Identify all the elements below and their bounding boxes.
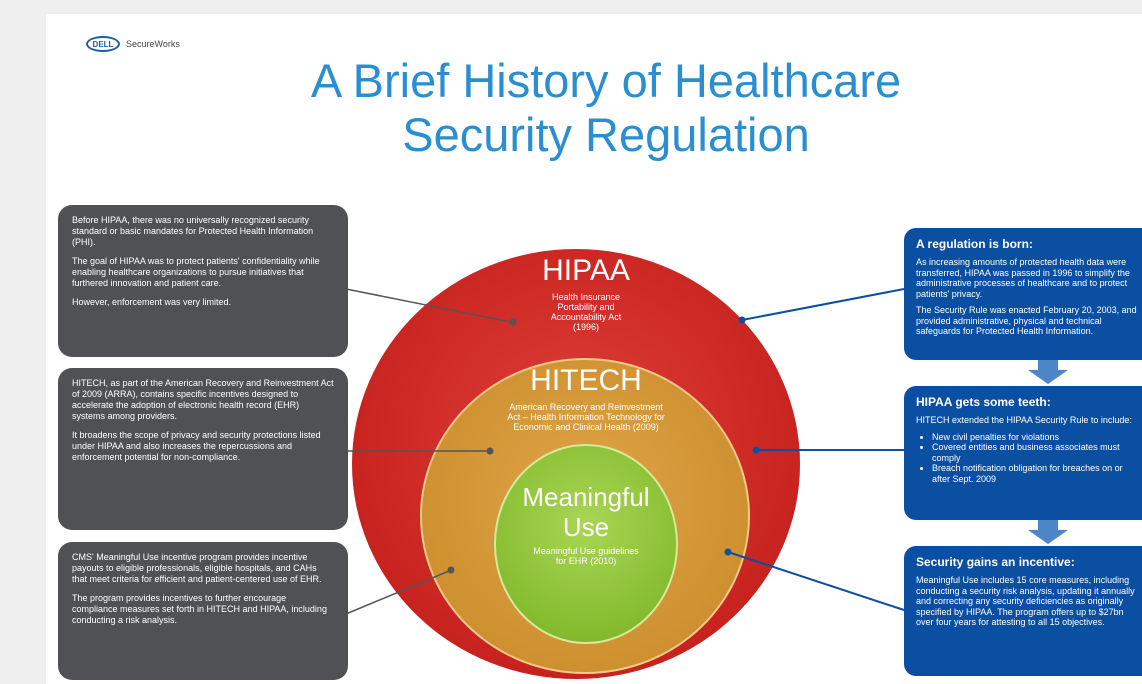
infographic: DELL SecureWorks A Brief History of Heal… xyxy=(46,14,1142,684)
meaningful-use-title-1: Meaningful xyxy=(522,482,650,512)
right-box-2-bullet: Breach notification obligation for breac… xyxy=(932,463,1142,484)
left-box-meaningful-use: CMS' Meaningful Use incentive program pr… xyxy=(58,542,348,680)
hipaa-label: HIPAA Health Insurance Portability and A… xyxy=(516,254,656,332)
hipaa-title: HIPAA xyxy=(542,254,630,287)
hitech-subtitle: American Recovery and Reinvestment Act –… xyxy=(507,402,665,432)
left-box-1-para-2: The goal of HIPAA was to protect patient… xyxy=(72,256,320,288)
left-box-3-para-2: The program provides incentives to furth… xyxy=(72,593,327,625)
left-box-2-para-2: It broadens the scope of privacy and sec… xyxy=(72,430,321,462)
left-box-hitech: HITECH, as part of the American Recovery… xyxy=(58,368,348,530)
dell-secureworks-logo: DELL SecureWorks xyxy=(86,36,180,52)
hipaa-subtitle: Health Insurance Portability and Account… xyxy=(550,292,622,332)
dell-logo-icon: DELL xyxy=(86,36,120,52)
page-title: A Brief History of Healthcare Security R… xyxy=(186,54,1026,162)
right-box-hipaa-teeth: HIPAA gets some teeth: HITECH extended t… xyxy=(904,386,1142,520)
left-box-2-para-1: HITECH, as part of the American Recovery… xyxy=(72,378,334,421)
hitech-title: HITECH xyxy=(530,364,642,397)
right-box-security-incentive: Security gains an incentive: Meaningful … xyxy=(904,546,1142,676)
left-box-hipaa: Before HIPAA, there was no universally r… xyxy=(58,205,348,357)
connector-right-1 xyxy=(741,288,905,321)
right-box-3-para-1: Meaningful Use includes 15 core measures… xyxy=(916,575,1135,627)
meaningful-use-label: Meaningful Use Meaningful Use guidelines… xyxy=(506,482,666,566)
left-box-3-para-1: CMS' Meaningful Use incentive program pr… xyxy=(72,552,322,584)
right-box-1-heading: A regulation is born: xyxy=(916,237,1033,251)
right-box-2-intro: HITECH extended the HIPAA Security Rule … xyxy=(916,415,1132,425)
logo-text: SecureWorks xyxy=(126,39,180,49)
title-line-1: A Brief History of Healthcare xyxy=(310,54,902,107)
left-box-1-para-1: Before HIPAA, there was no universally r… xyxy=(72,215,314,247)
left-box-1-para-3: However, enforcement was very limited. xyxy=(72,297,232,307)
meaningful-use-subtitle: Meaningful Use guidelines for EHR (2010) xyxy=(533,546,639,566)
right-box-1-para-1: As increasing amounts of protected healt… xyxy=(916,257,1130,299)
down-arrow-2-icon xyxy=(1028,530,1068,544)
title-line-2: Security Regulation xyxy=(402,108,810,161)
down-arrow-1-icon xyxy=(1028,370,1068,384)
right-box-2-list: New civil penalties for violations Cover… xyxy=(916,432,1142,485)
right-box-3-heading: Security gains an incentive: xyxy=(916,555,1075,569)
right-box-2-bullet: Covered entities and business associates… xyxy=(932,442,1142,463)
hitech-label: HITECH American Recovery and Reinvestmen… xyxy=(506,364,666,432)
right-box-regulation-born: A regulation is born: As increasing amou… xyxy=(904,228,1142,360)
down-arrow-2-stem xyxy=(1038,520,1058,530)
meaningful-use-circle xyxy=(494,444,678,644)
right-box-2-bullet: New civil penalties for violations xyxy=(932,432,1142,443)
right-box-1-para-2: The Security Rule was enacted February 2… xyxy=(916,305,1137,336)
down-arrow-1-stem xyxy=(1038,360,1058,370)
meaningful-use-title-2: Use xyxy=(562,512,610,542)
right-box-2-heading: HIPAA gets some teeth: xyxy=(916,395,1051,409)
